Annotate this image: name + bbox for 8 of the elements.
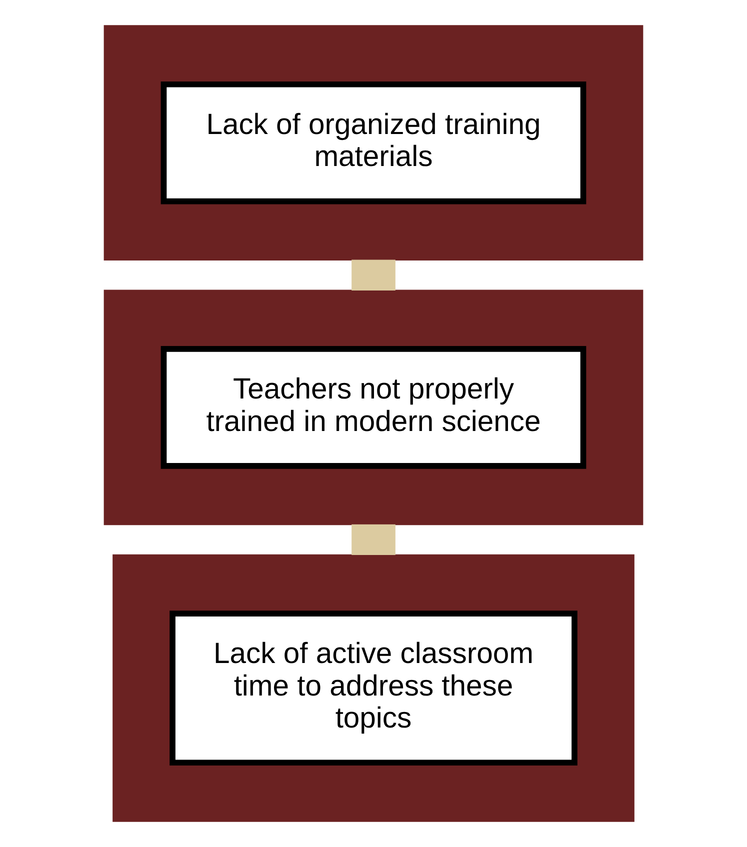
connector <box>352 260 396 290</box>
node-box: Lack of organized training materials <box>160 81 586 204</box>
cluster <box>112 554 634 822</box>
node-box: Teachers not properly trained in modern science <box>160 346 586 469</box>
connector <box>352 524 396 556</box>
node-box: Lack of active classroom time to address these topics <box>170 610 578 766</box>
cluster <box>104 25 644 261</box>
cluster <box>104 290 644 526</box>
